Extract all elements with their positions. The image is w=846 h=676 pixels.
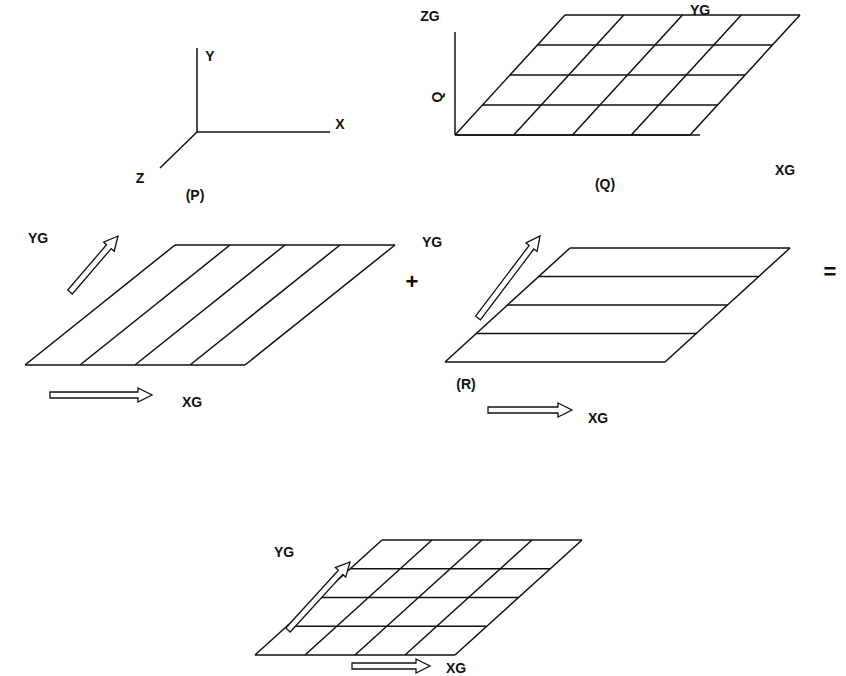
axis-line [196,48,198,132]
grid-line [538,44,773,46]
axis-line [160,132,197,168]
axis-label: Z [136,171,145,185]
axis-line [197,131,330,133]
direction-arrow [488,403,572,417]
strip-line [476,333,696,335]
axis-label: XG [182,395,202,409]
axis-label: Y [205,49,214,63]
grid-line [319,597,519,599]
axis-label: XG [446,661,466,675]
operator-sign: = [824,261,837,283]
strip-line [190,245,340,365]
axis-label: ZG [420,9,439,23]
axis-label: Q [430,92,444,103]
strip-line [445,361,665,363]
strip-line [80,245,230,365]
grid-line [510,74,745,76]
operator-sign: + [406,271,419,293]
direction-arrow [50,388,152,402]
strip-line [508,304,728,306]
direction-arrow [476,236,540,320]
axis-label: X [335,117,344,131]
strip-line [570,247,790,249]
axis-label: XG [588,411,608,425]
strip-line [25,245,175,365]
grid-line [287,626,487,628]
direction-arrow [68,236,118,294]
figure-label: (P) [186,188,205,202]
grid-line [350,568,550,570]
direction-arrow [286,562,350,632]
axis-label: YG [690,3,710,17]
strip-line [245,245,395,365]
axis-label: YG [274,545,294,559]
axis-label: YG [422,235,442,249]
strip-line [135,245,285,365]
figure-label: (R) [456,377,475,391]
axis-line [455,134,700,136]
strip-line [539,276,759,278]
figure-label: (Q) [595,177,615,191]
axis-label: XG [775,163,795,177]
grid-line [483,104,718,106]
axis-line [454,32,456,135]
direction-arrow [352,659,430,673]
axis-label: YG [28,231,48,245]
